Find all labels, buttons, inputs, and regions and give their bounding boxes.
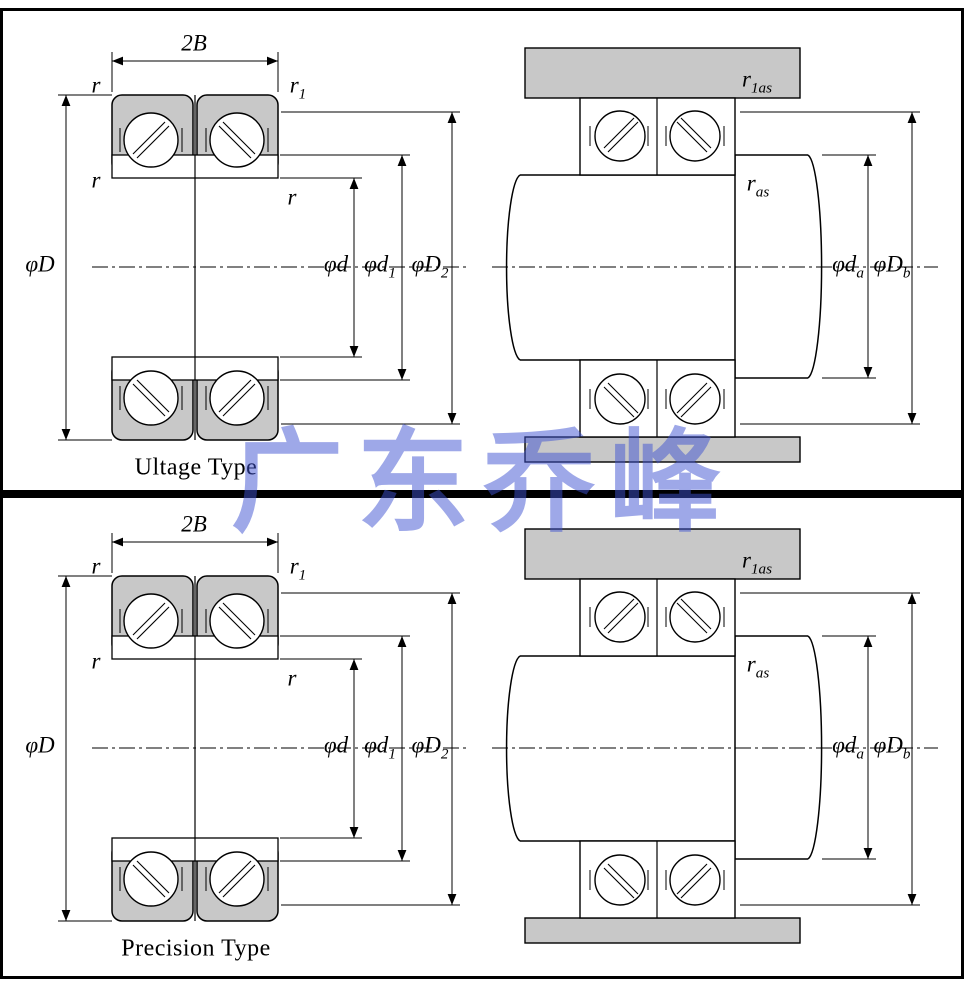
label-phi-D-top: φD (25, 252, 54, 283)
dim-base: 2B (181, 511, 207, 537)
label-phi-d1-bottom: φd1 (364, 733, 396, 764)
outer-frame (0, 8, 964, 979)
dim-base: r (287, 665, 297, 691)
watermark-text: 广东乔峰 (231, 418, 735, 548)
dim-sub: 2 (440, 264, 449, 282)
dim-base: r (741, 66, 751, 92)
label-phi-D2-bottom: φD2 (412, 733, 449, 764)
label-r-inner-right-top: r (288, 185, 297, 216)
label-ras-top: ras (747, 171, 769, 202)
dim-base: r (91, 648, 101, 674)
dim-sub: b (902, 745, 911, 763)
dim-base: φd (323, 732, 349, 758)
dim-sub: as (755, 664, 770, 682)
dim-sub: 1 (388, 264, 396, 282)
label-phi-da-bottom: φda (832, 733, 864, 764)
dim-base: φD (411, 251, 441, 277)
panel-precision (58, 529, 938, 943)
dim-sub: b (902, 264, 911, 282)
label-r1as-bottom: r1as (742, 548, 772, 579)
label-2b-bottom: 2B (181, 512, 207, 543)
dim-base: r (287, 184, 297, 210)
dim-base: φd (323, 251, 349, 277)
label-phi-Db-bottom: φDb (874, 733, 911, 764)
dim-base: φd (832, 732, 857, 758)
dim-sub: a (856, 264, 864, 282)
label-r-inner-right-bottom: r (288, 666, 297, 697)
dim-base: φD (411, 732, 441, 758)
dim-base: φD (25, 732, 55, 758)
dim-base: φD (873, 251, 903, 277)
dim-base: r (91, 553, 101, 579)
label-r1-top: r1 (290, 73, 307, 104)
dim-base: 2B (181, 30, 207, 56)
dim-sub: 1as (750, 560, 773, 578)
label-r-inner-left-bottom: r (92, 649, 101, 680)
dim-base: r (289, 72, 299, 98)
dim-base: φd (832, 251, 857, 277)
dim-sub: 1 (298, 566, 307, 584)
dim-base: r (746, 651, 756, 677)
dim-base: φd (364, 251, 389, 277)
label-phi-d1-top: φd1 (364, 252, 396, 283)
dim-sub: as (755, 183, 770, 201)
label-phi-d-top: φd (324, 252, 348, 283)
label-r1-bottom: r1 (290, 554, 307, 585)
label-phi-D-bottom: φD (25, 733, 54, 764)
label-phi-D2-top: φD2 (412, 252, 449, 283)
dim-base: r (746, 170, 756, 196)
caption-precision-type: Precision Type (121, 935, 271, 962)
dim-base: r (91, 72, 101, 98)
label-phi-Db-top: φDb (874, 252, 911, 283)
label-phi-da-top: φda (832, 252, 864, 283)
label-r-outer-left-top: r (92, 73, 101, 104)
caption-ultage-type: Ultage Type (134, 454, 258, 481)
dim-sub: 1 (388, 745, 396, 763)
label-phi-d-bottom: φd (324, 733, 348, 764)
dim-base: r (741, 547, 751, 573)
dim-sub: a (856, 745, 864, 763)
label-ras-bottom: ras (747, 652, 769, 683)
label-r1as-top: r1as (742, 67, 772, 98)
dim-base: r (91, 167, 101, 193)
dim-sub: 1as (750, 79, 773, 97)
dim-base: r (289, 553, 299, 579)
dim-base: φD (25, 251, 55, 277)
dim-base: φD (873, 732, 903, 758)
label-r-inner-left-top: r (92, 168, 101, 199)
section-divider (0, 490, 964, 498)
label-r-outer-left-bottom: r (92, 554, 101, 585)
dim-base: φd (364, 732, 389, 758)
label-2b-top: 2B (181, 31, 207, 62)
dim-sub: 1 (298, 85, 307, 103)
dim-sub: 2 (440, 745, 449, 763)
